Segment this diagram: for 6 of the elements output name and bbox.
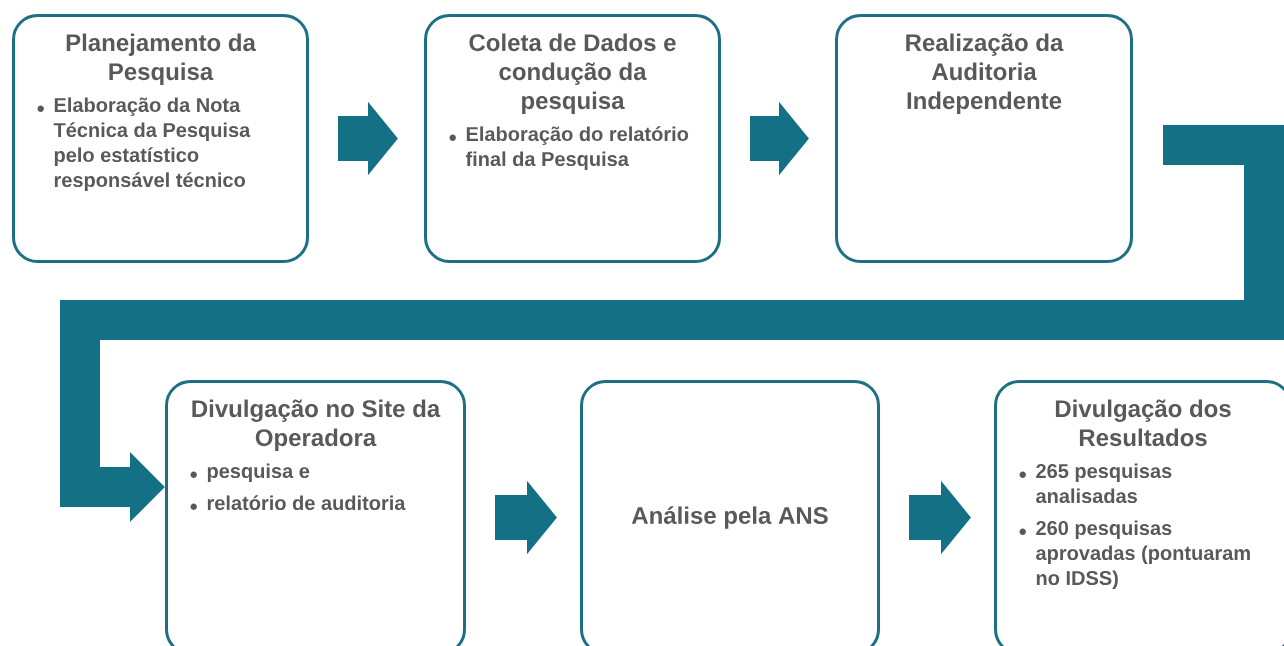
process-box: Realização da Auditoria Independente	[835, 14, 1133, 263]
process-box: Coleta de Dados e condução da pesquisa Elaboração do relatório final da Pesquisa	[424, 14, 721, 263]
process-box: Análise pela ANS	[580, 380, 880, 646]
process-box: Planejamento da Pesquisa Elaboração da Nota Técnica da Pesquisa pelo estatístico responsável técnico	[12, 14, 309, 263]
process-box: Divulgação dos Resultados 265 pesquisas analisadas 260 pesquisas aprovadas (pontuaram no IDSS)	[994, 380, 1284, 646]
process-box: Divulgação no Site da Operadora pesquisa e relatório de auditoria	[165, 380, 466, 646]
